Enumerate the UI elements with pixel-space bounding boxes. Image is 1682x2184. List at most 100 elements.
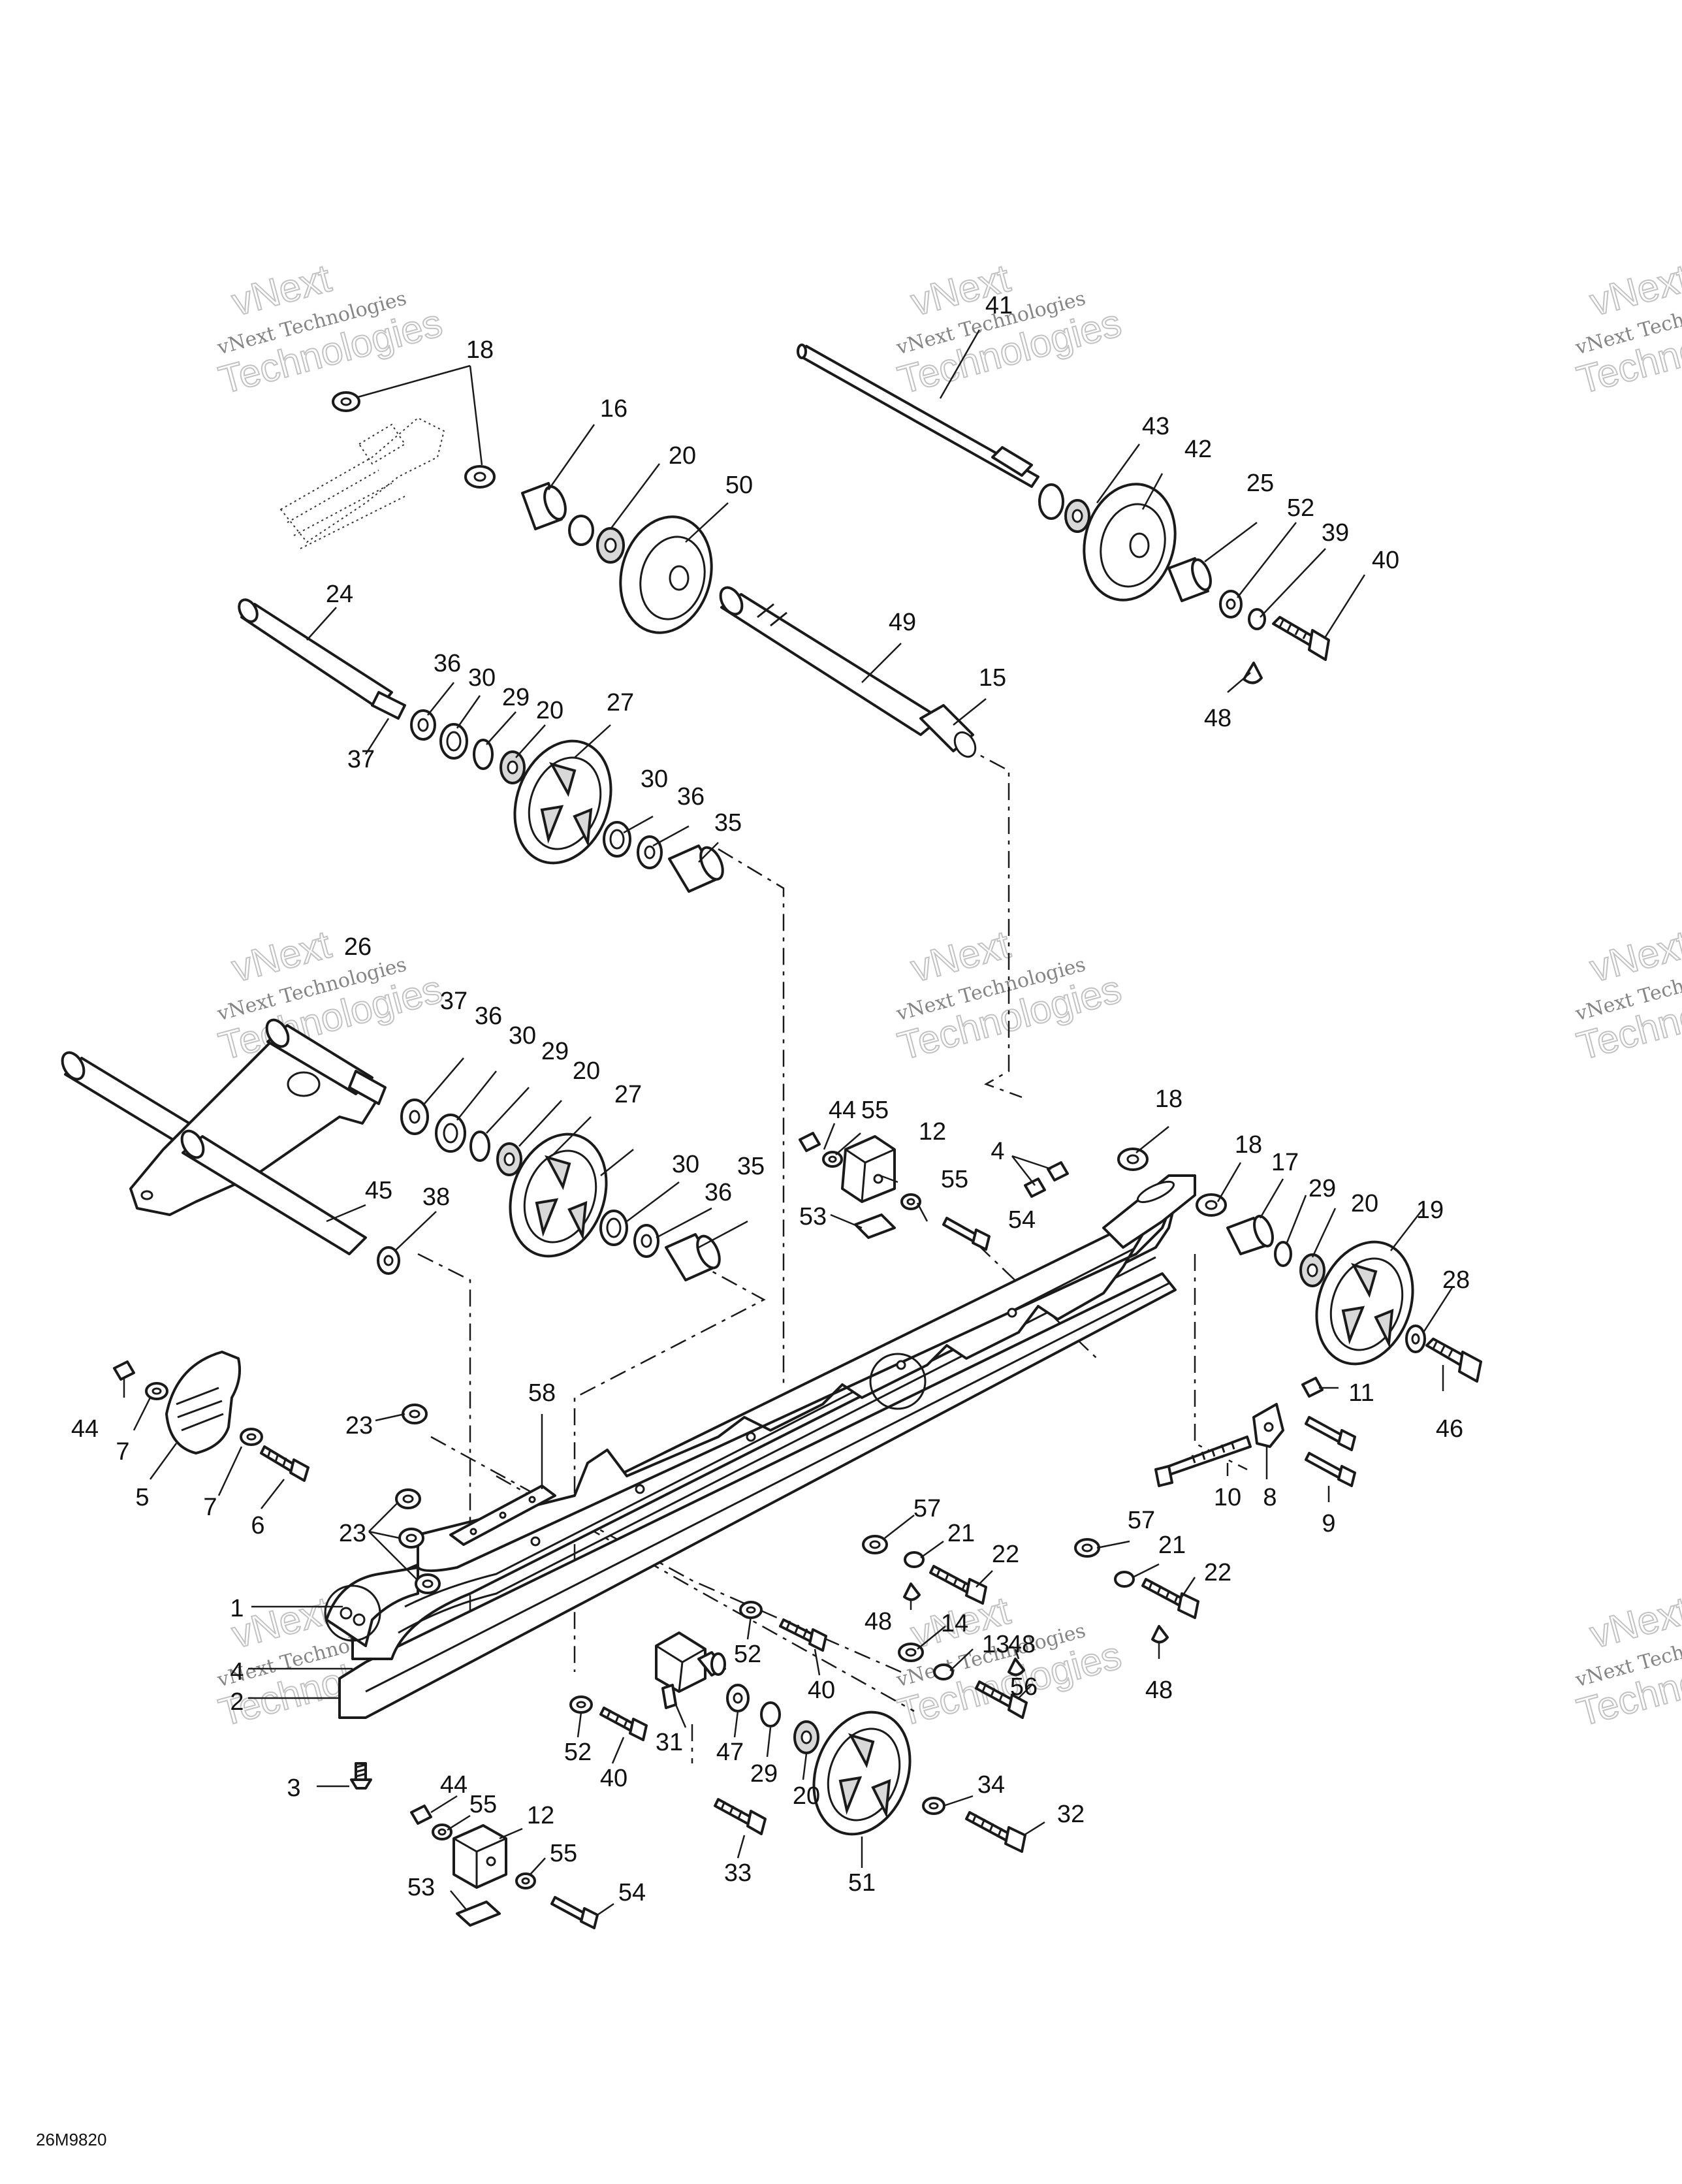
ghost-bracket — [279, 417, 445, 549]
callout-17: 17 — [1271, 1149, 1299, 1176]
callout-24: 24 — [326, 581, 353, 608]
rail-front-pin-2 — [353, 1613, 366, 1626]
slide-2-edge — [365, 1282, 1169, 1693]
leader-lines — [123, 329, 1454, 1916]
plate-58-hole-3 — [528, 1496, 536, 1503]
ring-43 — [1038, 483, 1064, 520]
bolt-6-thread — [266, 1449, 287, 1466]
shaft-24-step — [371, 691, 406, 720]
lockwasher-21-a — [904, 1551, 925, 1568]
watermark-1: vNext vNext Technologies Technologies — [214, 255, 447, 403]
rail-hole-3 — [746, 1432, 756, 1442]
callout-44-b: 44 — [71, 1415, 99, 1443]
washer-52-a-hole — [1226, 598, 1236, 610]
rail-hole-1 — [530, 1536, 541, 1547]
rear-wheel-group — [1024, 1148, 1482, 1487]
callout-47: 47 — [716, 1739, 744, 1766]
bumper-53-b — [456, 1901, 501, 1927]
callout-8: 8 — [1263, 1484, 1277, 1511]
bearing-20c-bore — [503, 1152, 515, 1166]
callout-19: 19 — [1416, 1196, 1444, 1224]
bolt-40-a-thread — [1278, 620, 1308, 639]
callout-40-top: 40 — [1372, 547, 1399, 574]
bolt-54-a-head — [972, 1228, 991, 1251]
callout-6: 6 — [251, 1512, 264, 1539]
washer-18-c-hole — [1126, 1154, 1139, 1164]
bearing-20a-bore — [604, 538, 617, 553]
bolt-46-head — [1458, 1351, 1482, 1383]
adjuster-bolt-10-head — [1154, 1465, 1173, 1487]
washer-7-b-hole — [246, 1433, 257, 1441]
callout-54-a: 54 — [1008, 1206, 1036, 1234]
callout-27-b: 27 — [614, 1081, 642, 1108]
callout-25: 25 — [1246, 470, 1274, 497]
screw-3-thread — [355, 1763, 366, 1778]
callout-5: 5 — [135, 1484, 149, 1511]
shaft-group — [719, 344, 1330, 758]
tube-49-end — [719, 586, 744, 616]
callout-23-a: 23 — [345, 1412, 373, 1439]
suspension-arm-group — [61, 1018, 721, 1281]
callout-56: 56 — [1010, 1673, 1038, 1701]
spacer-16-end — [543, 485, 567, 521]
callout-3: 3 — [287, 1774, 300, 1802]
retaining-ring-20a — [568, 515, 594, 546]
wheel-19-spoke-2 — [1341, 1306, 1365, 1345]
washer-52-b-hole — [746, 1606, 756, 1614]
bearing-20e-bore — [801, 1730, 812, 1744]
bolt-56-thread — [981, 1683, 1004, 1701]
bolt-40-b-head — [808, 1628, 827, 1652]
callout-29-b: 29 — [541, 1038, 569, 1065]
callout-55-c: 55 — [469, 1791, 497, 1818]
washer-13 — [933, 1663, 954, 1680]
rail-detail-circle — [869, 1353, 927, 1410]
wheel-27-a-rim — [528, 756, 602, 850]
callout-55-d: 55 — [550, 1840, 577, 1867]
lockwasher-21-b — [1114, 1571, 1135, 1588]
arm-plate-hole-2 — [140, 1190, 153, 1200]
spacer-35-b-end — [696, 1234, 721, 1270]
stopper-group-upper — [799, 1132, 991, 1251]
callout-18-c: 18 — [1235, 1131, 1262, 1159]
diagram-code: 26M9820 — [36, 2130, 106, 2149]
callout-20-a: 20 — [536, 697, 563, 724]
bolt-22-b-thread — [1148, 1581, 1179, 1603]
rail-body — [351, 1200, 1177, 1660]
washer-47-hole — [733, 1692, 743, 1704]
ring-29-a — [473, 739, 494, 770]
callout-18-b: 18 — [1155, 1085, 1182, 1113]
wheel-27-b-rim — [523, 1149, 597, 1244]
callout-16: 16 — [600, 395, 627, 423]
shaft-45-end — [180, 1129, 205, 1159]
callout-51: 51 — [848, 1869, 876, 1897]
nut-23-b-hole — [402, 1494, 414, 1503]
callout-13: 13 — [982, 1631, 1009, 1658]
loctite-48-a — [1243, 662, 1263, 684]
stopper-12-a-face — [845, 1148, 895, 1202]
callout-57-a: 57 — [913, 1495, 941, 1522]
collar-15-bore — [953, 731, 977, 758]
washer-55-d-hole — [521, 1877, 530, 1885]
callout-40-c: 40 — [600, 1765, 627, 1792]
callout-49: 49 — [889, 609, 916, 636]
callout-20-d: 20 — [1351, 1190, 1378, 1217]
callout-48-d: 48 — [1008, 1631, 1036, 1658]
axle-31-end — [710, 1652, 726, 1676]
callout-1: 1 — [230, 1595, 244, 1622]
washer-57-a-hole — [869, 1540, 881, 1549]
wheel-27-a-spoke-1 — [548, 762, 577, 797]
callout-20-top: 20 — [669, 442, 696, 470]
callout-53-b: 53 — [407, 1874, 435, 1901]
shaft-41-tip — [797, 344, 807, 359]
callout-32: 32 — [1057, 1801, 1085, 1828]
spacer-30-a-hole — [446, 731, 462, 752]
loctite-48-b — [903, 1582, 921, 1601]
rail-rear-slot — [1136, 1180, 1175, 1204]
callout-48-b: 48 — [865, 1608, 892, 1635]
wheel-19 — [1315, 1240, 1414, 1366]
rail-front-pin-1 — [340, 1607, 353, 1620]
callout-40-b: 40 — [808, 1677, 835, 1704]
wheel-27-b-spoke-1 — [544, 1155, 571, 1191]
bolt-54-b-head — [580, 1907, 599, 1929]
